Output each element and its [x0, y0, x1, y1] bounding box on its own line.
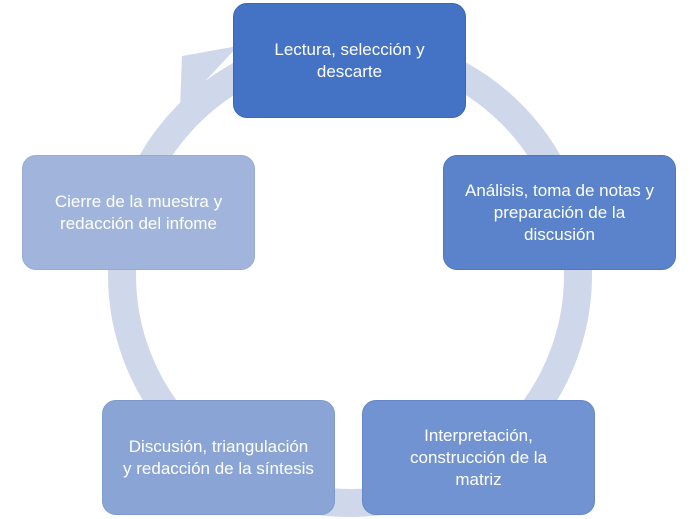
cycle-arrow-head — [180, 46, 238, 108]
step-interpretacion: Interpretación, construcción de la matri… — [362, 400, 595, 515]
step-discusion: Discusión, triangulación y redacción de … — [102, 400, 335, 515]
step-analisis: Análisis, toma de notas y preparación de… — [443, 155, 676, 270]
step-cierre: Cierre de la muestra y redacción del inf… — [22, 155, 255, 270]
step-lectura: Lectura, selección y descarte — [233, 3, 466, 118]
